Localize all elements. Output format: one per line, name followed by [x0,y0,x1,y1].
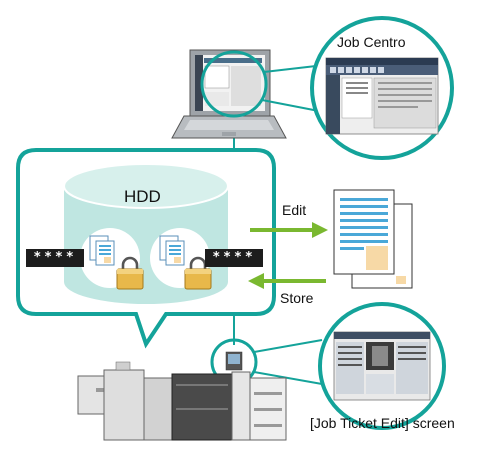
password-mask-right: **** [205,249,263,267]
store-label: Store [280,290,314,306]
job-ticket-edit-label: [Job Ticket Edit] screen [310,415,455,431]
password-mask-left: **** [26,249,84,267]
laptop-zoom-circle [200,50,268,118]
printer-icon [77,361,287,441]
job-centro-label: Job Centro [337,34,406,50]
edit-arrow-icon [250,222,328,238]
job-centro-zoom [261,16,454,160]
documents-icon [333,189,413,289]
hdd-label: HDD [124,187,161,206]
laptop-icon [171,49,287,139]
job-ticket-zoom [253,302,446,430]
store-arrow-icon [248,273,326,289]
edit-label: Edit [282,202,307,218]
